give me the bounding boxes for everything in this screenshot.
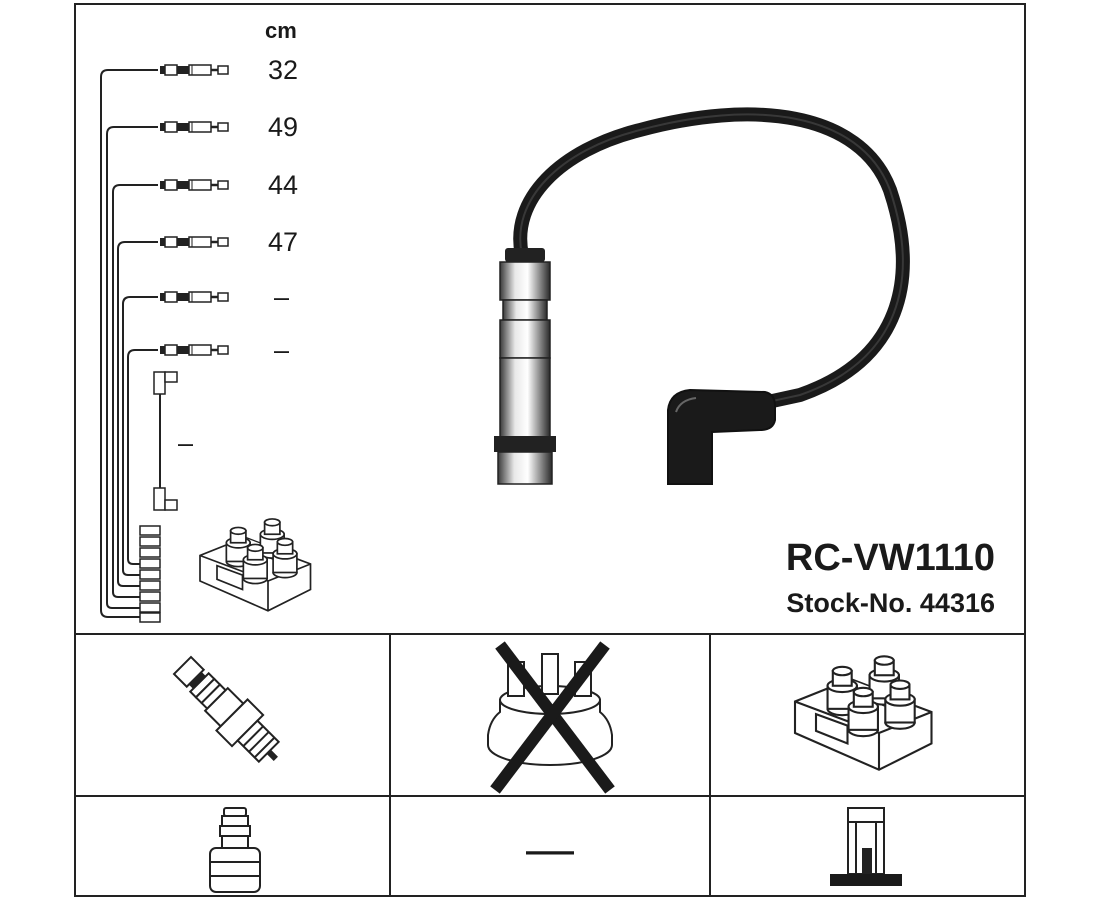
- coil-pack-small-icon: [199, 518, 312, 612]
- terminal-plugs: [139, 525, 161, 623]
- plug-connector-icon: [209, 807, 261, 893]
- coil-lead: [153, 371, 178, 511]
- angled-plug-boot: [667, 388, 776, 485]
- distributor-cap-icon: [487, 641, 615, 794]
- length-label: –: [274, 282, 289, 312]
- product-code: RC-VW1110: [786, 537, 995, 579]
- length-label: –: [274, 335, 289, 365]
- cable-harness: [100, 69, 161, 618]
- dash-value: —: [526, 823, 574, 876]
- straight-plug-boot: [494, 248, 556, 485]
- ignition-coil-icon: [793, 655, 933, 771]
- unit-label: cm: [265, 18, 297, 43]
- stock-number: Stock-No. 44316: [786, 588, 995, 618]
- wire-connectors: [158, 63, 230, 357]
- length-label: 32: [268, 55, 298, 85]
- terminal-icon: [830, 807, 902, 886]
- length-label: 49: [268, 112, 298, 142]
- coil-lead-length: –: [178, 428, 193, 458]
- length-label: 47: [268, 227, 298, 257]
- spark-plug-icon: [172, 655, 281, 764]
- length-label: 44: [268, 170, 298, 200]
- ignition-cable: [494, 107, 910, 485]
- length-labels: 32 49 44 47 – – –: [178, 55, 298, 458]
- frame: [74, 3, 1026, 897]
